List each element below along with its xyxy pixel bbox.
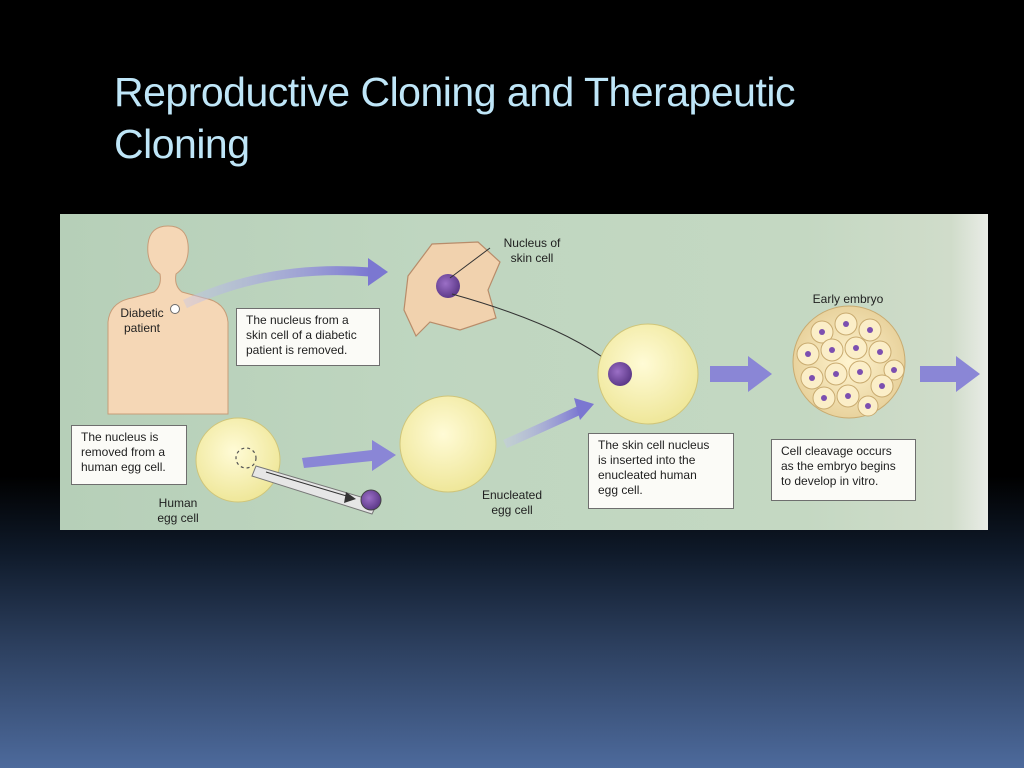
arrow-patient-to-skin-cell: [183, 266, 371, 309]
arrowhead-enucleated-to-insertion: [574, 398, 594, 420]
inserted-nucleus: [608, 362, 632, 386]
sample-site-marker: [170, 304, 180, 314]
caption-skin-nucleus-removed: The nucleus from a skin cell of a diabet…: [236, 308, 380, 366]
slide-title-line-2: Cloning: [114, 121, 250, 167]
early-embryo: [792, 305, 906, 419]
skin-cell: [403, 241, 501, 338]
label-early-embryo: Early embryo: [812, 292, 884, 306]
label-nucleus-of-skin-cell: Nucleus of skin cell: [503, 236, 561, 265]
label-diabetic-patient: Diabetic patient: [120, 306, 164, 335]
caption-cell-cleavage: Cell cleavage occurs as the embryo begin…: [771, 439, 916, 501]
label-enucleated-egg-cell: Enucleated egg cell: [481, 488, 543, 517]
cloning-diagram-graphics: [107, 225, 980, 515]
skin-cell-nucleus: [436, 274, 460, 298]
diabetic-patient-figure: [107, 225, 229, 415]
micropipette: [251, 465, 382, 515]
human-egg-cell: [195, 417, 281, 503]
caption-egg-nucleus-removed: The nucleus is removed from a human egg …: [71, 425, 187, 485]
arrow-enucleated-to-insertion: [503, 405, 582, 449]
arrow-nucleus-transfer: [451, 293, 613, 365]
arrowhead-patient-to-skin-cell: [368, 258, 388, 286]
egg-receiving-nucleus: [597, 323, 699, 425]
caption-nucleus-inserted: The skin cell nucleus is inserted into t…: [588, 433, 734, 509]
pipette-nucleus: [360, 489, 382, 511]
cloning-diagram: Diabetic patient Nucleus of skin cell Ea…: [60, 214, 988, 530]
enucleated-egg-cell: [399, 395, 497, 493]
label-human-egg-cell: Human egg cell: [157, 496, 199, 525]
skin-nucleus-pointer: [449, 247, 491, 279]
slide-title: Reproductive Cloning and Therapeutic Clo…: [114, 66, 914, 170]
arrow-egg-to-embryo: [710, 356, 772, 392]
slide-title-line-1: Reproductive Cloning and Therapeutic: [114, 69, 795, 115]
arrow-egg-to-enucleated: [302, 440, 396, 471]
removed-nucleus-outline: [235, 447, 257, 469]
arrow-embryo-onward: [920, 356, 980, 392]
